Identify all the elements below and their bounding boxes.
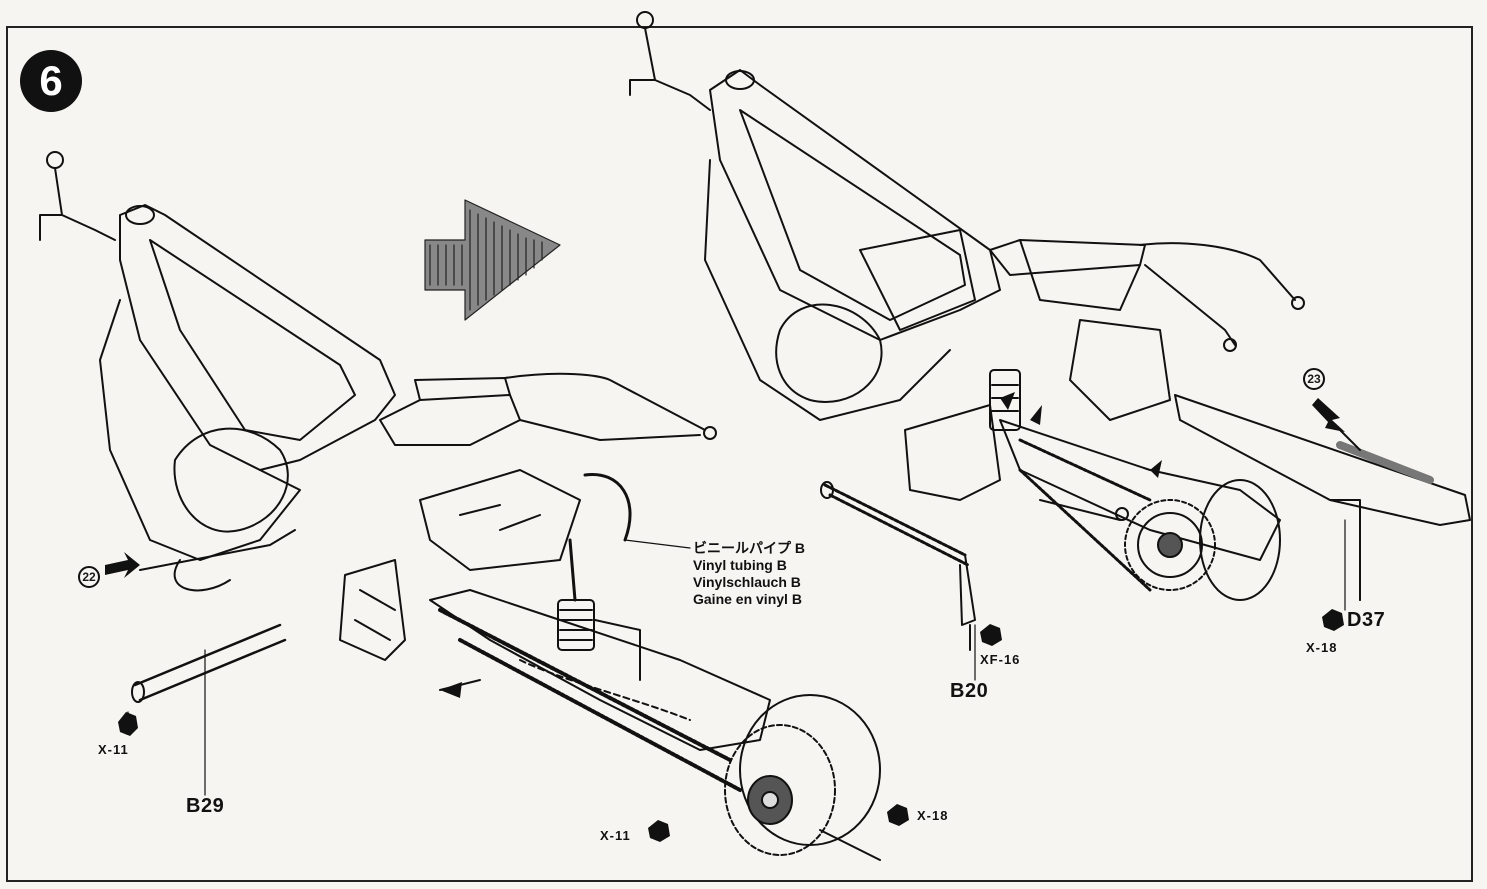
- leader-lines: [127, 519, 1346, 796]
- step-number: 6: [39, 57, 63, 104]
- direction-arrow: [424, 199, 561, 321]
- paint-label-xf16: XF-16: [980, 652, 1021, 667]
- part-label-d37: D37: [1347, 609, 1386, 631]
- vinyl-tubing-callout: ビニールパイプ B Vinyl tubing B Vinylschlauch B…: [693, 540, 805, 608]
- paint-label-x11-bottom: X-11: [600, 828, 631, 843]
- left-frame-assembly: [39, 151, 881, 861]
- paint-drop-x18-bottom-icon: [887, 804, 909, 826]
- ref-22-label: 22: [82, 570, 96, 584]
- step-number-badge: 6: [20, 50, 82, 112]
- paint-drop-x18-right-icon: [1322, 609, 1344, 631]
- ref-23-label: 23: [1307, 372, 1321, 386]
- paint-label-x11-left: X-11: [98, 742, 129, 757]
- paint-drop-x11-bottom-icon: [648, 820, 670, 842]
- arrow-22-icon: [105, 552, 140, 578]
- right-frame-assembly: [629, 11, 1471, 651]
- tubing-fr: Gaine en vinyl B: [693, 591, 802, 607]
- arrow-23-icon: [1312, 398, 1345, 432]
- tubing-jp: ビニールパイプ B: [693, 540, 805, 556]
- part-label-b29: B29: [186, 795, 225, 817]
- step-frame: [6, 26, 1473, 882]
- arrow-swingarm-icon: [440, 682, 462, 698]
- tubing-en: Vinyl tubing B: [693, 557, 787, 573]
- tubing-de: Vinylschlauch B: [693, 574, 801, 590]
- arrow-shock-icon: [1000, 392, 1015, 410]
- part-label-b20: B20: [950, 680, 989, 702]
- ref-circle-22: 22: [78, 566, 100, 588]
- paint-drop-x11-left-icon: [118, 712, 138, 736]
- paint-drop-xf16-icon: [980, 624, 1002, 646]
- ref-circle-23: 23: [1303, 368, 1325, 390]
- paint-label-x18-right: X-18: [1306, 640, 1338, 655]
- paint-label-x18-bottom: X-18: [917, 808, 949, 823]
